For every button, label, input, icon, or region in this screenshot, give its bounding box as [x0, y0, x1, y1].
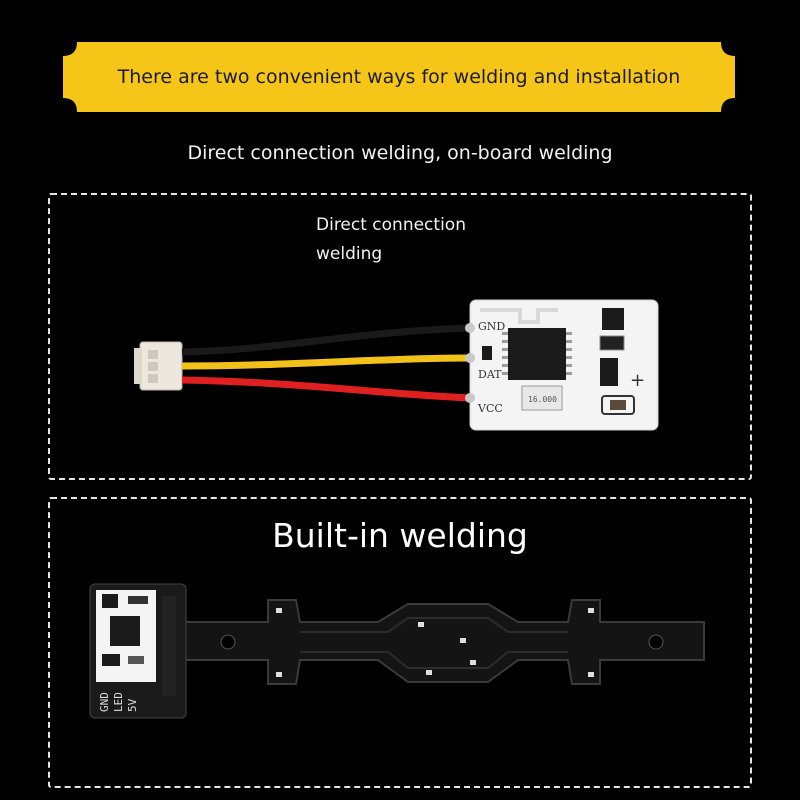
led-strip	[177, 599, 705, 685]
pcb-label-plus: +	[630, 370, 645, 391]
header-banner: There are two convenient ways for weldin…	[63, 42, 735, 112]
direct-welding-module-image: 16.000 GND DAT VCC +	[134, 299, 659, 431]
pcb-label-vcc: VCC	[477, 402, 503, 415]
built-in-welding-title: Built-in welding	[272, 516, 528, 555]
banner-title: There are two convenient ways for weldin…	[117, 66, 681, 88]
page-subtitle: Direct connection welding, on-board weld…	[187, 142, 613, 164]
pcb-label-dat: DAT	[478, 368, 502, 381]
callout-line-2: welding	[316, 244, 383, 264]
callout-line-1: Direct connection	[316, 215, 466, 235]
banner-background	[63, 42, 735, 112]
jst-connector	[134, 341, 183, 391]
controller-pcb: 16.000 GND DAT VCC +	[465, 299, 659, 431]
built-in-welding-frame	[48, 497, 752, 788]
banner-shape	[63, 42, 735, 112]
pcb-label-gnd: GND	[478, 320, 505, 333]
wire-dat	[181, 354, 471, 370]
built-in-label-gnd: GND	[98, 692, 111, 712]
crystal-label: 16.000	[528, 395, 557, 404]
direct-welding-callout: Direct connection welding	[316, 211, 516, 269]
direct-welding-frame	[48, 193, 752, 480]
built-in-controller-pcb: GND LED 5V	[89, 583, 187, 719]
built-in-label-led: LED	[112, 692, 125, 712]
wire-vcc	[181, 376, 471, 402]
built-in-label-5v: 5V	[126, 698, 139, 712]
built-in-welding-strip-image: GND LED 5V	[89, 583, 705, 719]
wire-gnd	[181, 324, 471, 356]
